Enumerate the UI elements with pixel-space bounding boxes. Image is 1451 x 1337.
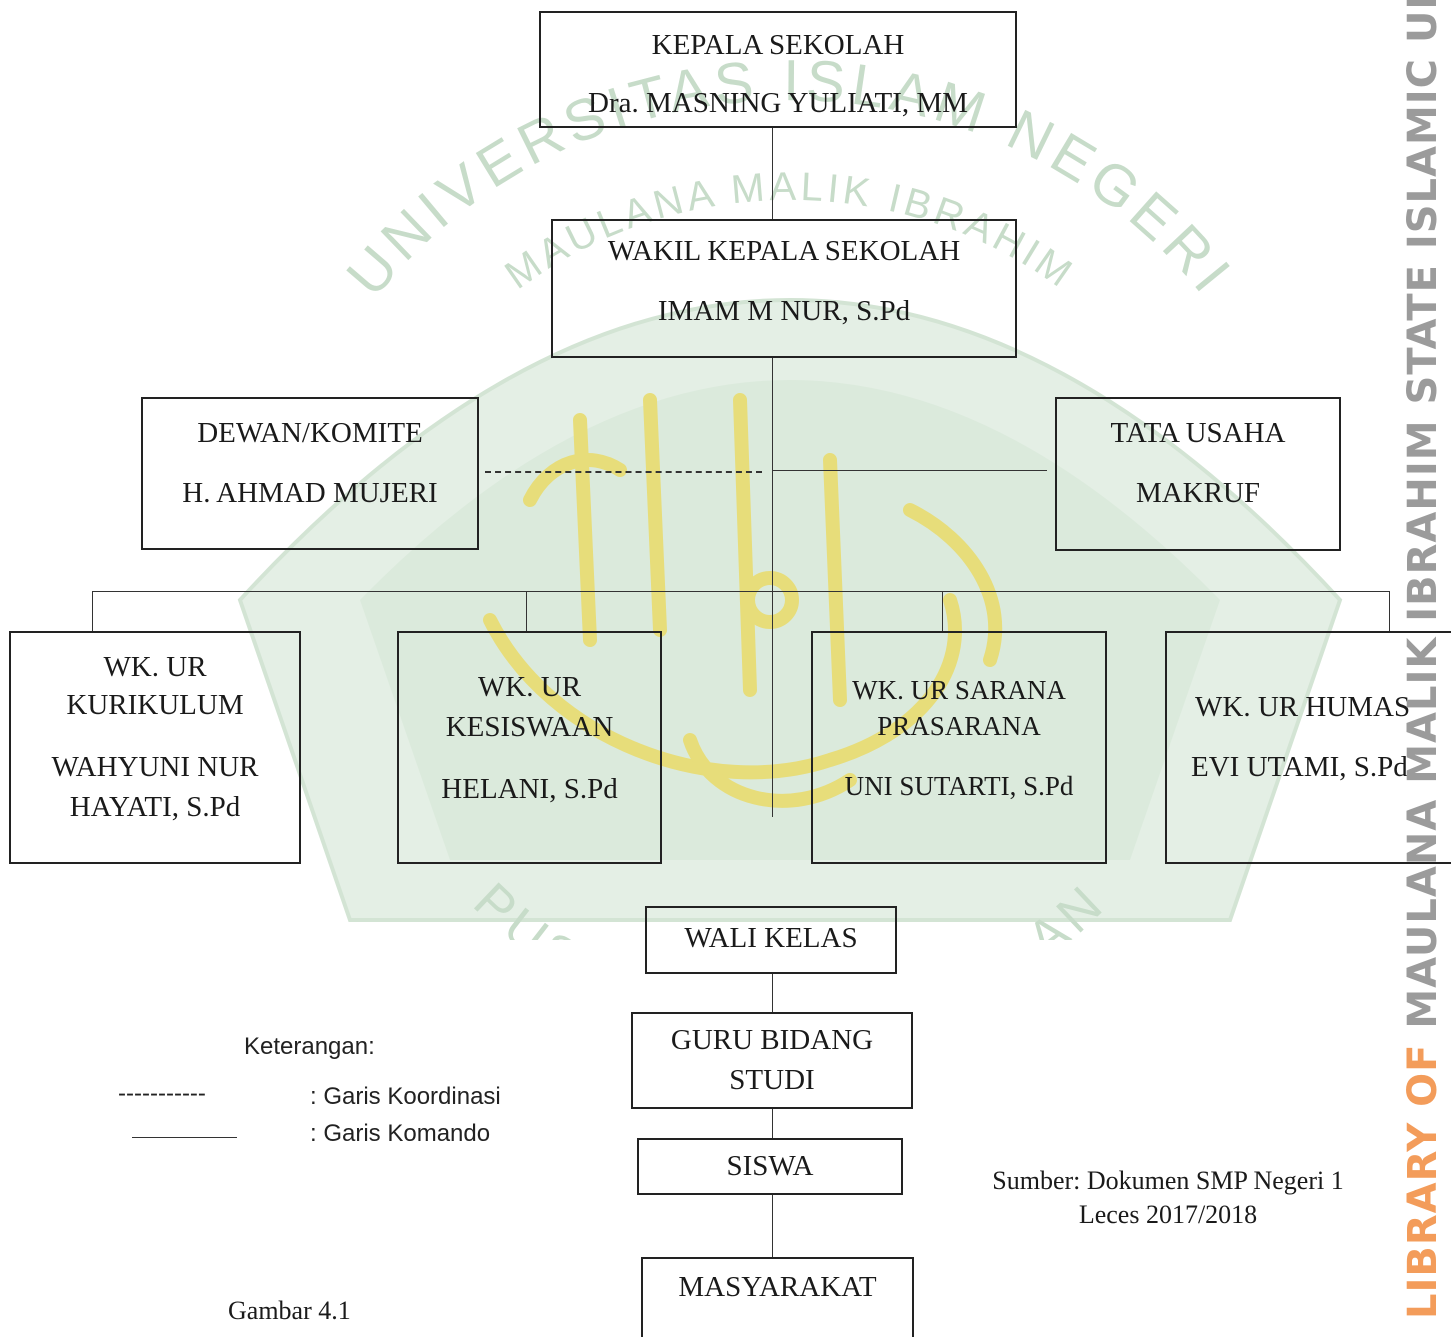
legend-heading: Keterangan: [244, 1033, 375, 1060]
komite-title: DEWAN/KOMITE [197, 417, 423, 449]
connector-wakil-spine [772, 357, 773, 817]
kepala-sekolah-box: KEPALA SEKOLAH Dra. MASNING YULIATI, MM [539, 11, 1017, 128]
wk-humas-name: EVI UTAMI, S.Pd [1191, 751, 1408, 783]
wk-humas-box: WK. UR HUMAS EVI UTAMI, S.Pd [1165, 631, 1451, 864]
connector-kesiswaan [526, 591, 527, 631]
wk-sarana-name: UNI SUTARTI, S.Pd [844, 771, 1074, 801]
wakil-kepala-box: WAKIL KEPALA SEKOLAH IMAM M NUR, S.Pd [551, 219, 1017, 358]
legend-solid-label: : Garis Komando [310, 1120, 491, 1147]
wakil-kepala-title: WAKIL KEPALA SEKOLAH [607, 235, 961, 267]
komite-box: DEWAN/KOMITE H. AHMAD MUJERI [141, 397, 479, 550]
masyarakat-box: MASYARAKAT [641, 1257, 914, 1337]
wk-kesiswaan-name: HELANI, S.Pd [441, 773, 618, 805]
siswa-title: SISWA [726, 1150, 814, 1182]
connector-guru-siswa [772, 1108, 773, 1138]
tata-usaha-title: TATA USAHA [1110, 417, 1286, 449]
wk-kurikulum-title1: WK. UR [103, 651, 207, 683]
connector-sarana [942, 591, 943, 631]
connector-wali-guru [772, 974, 773, 1012]
connector-kurikulum [92, 591, 93, 631]
source-line-2: Leces 2017/2018 [1078, 1200, 1258, 1229]
connector-komite-coordination [485, 471, 762, 473]
connector-siswa-masyarakat [772, 1195, 773, 1257]
tata-usaha-box: TATA USAHA MAKRUF [1055, 397, 1341, 551]
figure-caption: Gambar 4.1 [228, 1296, 351, 1325]
wali-kelas-box: WALI KELAS [645, 906, 897, 974]
source-note: Sumber: Dokumen SMP Negeri 1 Leces 2017/… [958, 1166, 1378, 1230]
wk-kesiswaan-title2: KESISWAAN [445, 711, 614, 743]
legend-dashed-symbol: ----------- [118, 1080, 206, 1107]
wk-kurikulum-title2: KURIKULUM [66, 689, 244, 721]
wali-kelas-title: WALI KELAS [684, 922, 858, 954]
tata-usaha-name: MAKRUF [1135, 477, 1261, 509]
connector-wk-bus [92, 591, 1389, 592]
legend-solid-symbol [132, 1137, 237, 1138]
komite-name: H. AHMAD MUJERI [182, 477, 438, 509]
connector-kepala-wakil [772, 127, 773, 219]
siswa-box: SISWA [637, 1138, 903, 1195]
side-watermark: LIBRARY OF MAULANA MALIK IBRAHIM STATE I… [1396, 0, 1451, 1319]
wk-kurikulum-name2: HAYATI, S.Pd [69, 791, 241, 823]
guru-bidang-box: GURU BIDANG STUDI [631, 1012, 913, 1109]
kepala-sekolah-title: KEPALA SEKOLAH [651, 29, 905, 61]
legend-dashed-label: : Garis Koordinasi [310, 1083, 501, 1110]
wk-kurikulum-name1: WAHYUNI NUR [51, 751, 259, 783]
source-line-1: Sumber: Dokumen SMP Negeri 1 [992, 1166, 1344, 1195]
wakil-kepala-name: IMAM M NUR, S.Pd [657, 295, 911, 327]
wk-kesiswaan-box: WK. UR KESISWAAN HELANI, S.Pd [397, 631, 662, 864]
connector-humas [1389, 591, 1390, 631]
connector-tu-command [772, 470, 1047, 471]
wk-sarana-title1: WK. UR SARANA [852, 675, 1066, 705]
masyarakat-title: MASYARAKAT [678, 1271, 877, 1303]
guru-bidang-title2: STUDI [729, 1064, 815, 1096]
guru-bidang-title1: GURU BIDANG [670, 1024, 874, 1056]
side-watermark-text: LIBRARY OF MAULANA MALIK IBRAHIM STATE I… [1400, 0, 1446, 1319]
wk-sarana-title2: PRASARANA [877, 711, 1041, 741]
kepala-sekolah-name: Dra. MASNING YULIATI, MM [588, 87, 968, 119]
wk-kurikulum-box: WK. UR KURIKULUM WAHYUNI NUR HAYATI, S.P… [9, 631, 301, 864]
wk-sarana-box: WK. UR SARANA PRASARANA UNI SUTARTI, S.P… [811, 631, 1107, 864]
wk-kesiswaan-title1: WK. UR [477, 671, 582, 703]
wk-humas-title: WK. UR HUMAS [1195, 691, 1411, 723]
